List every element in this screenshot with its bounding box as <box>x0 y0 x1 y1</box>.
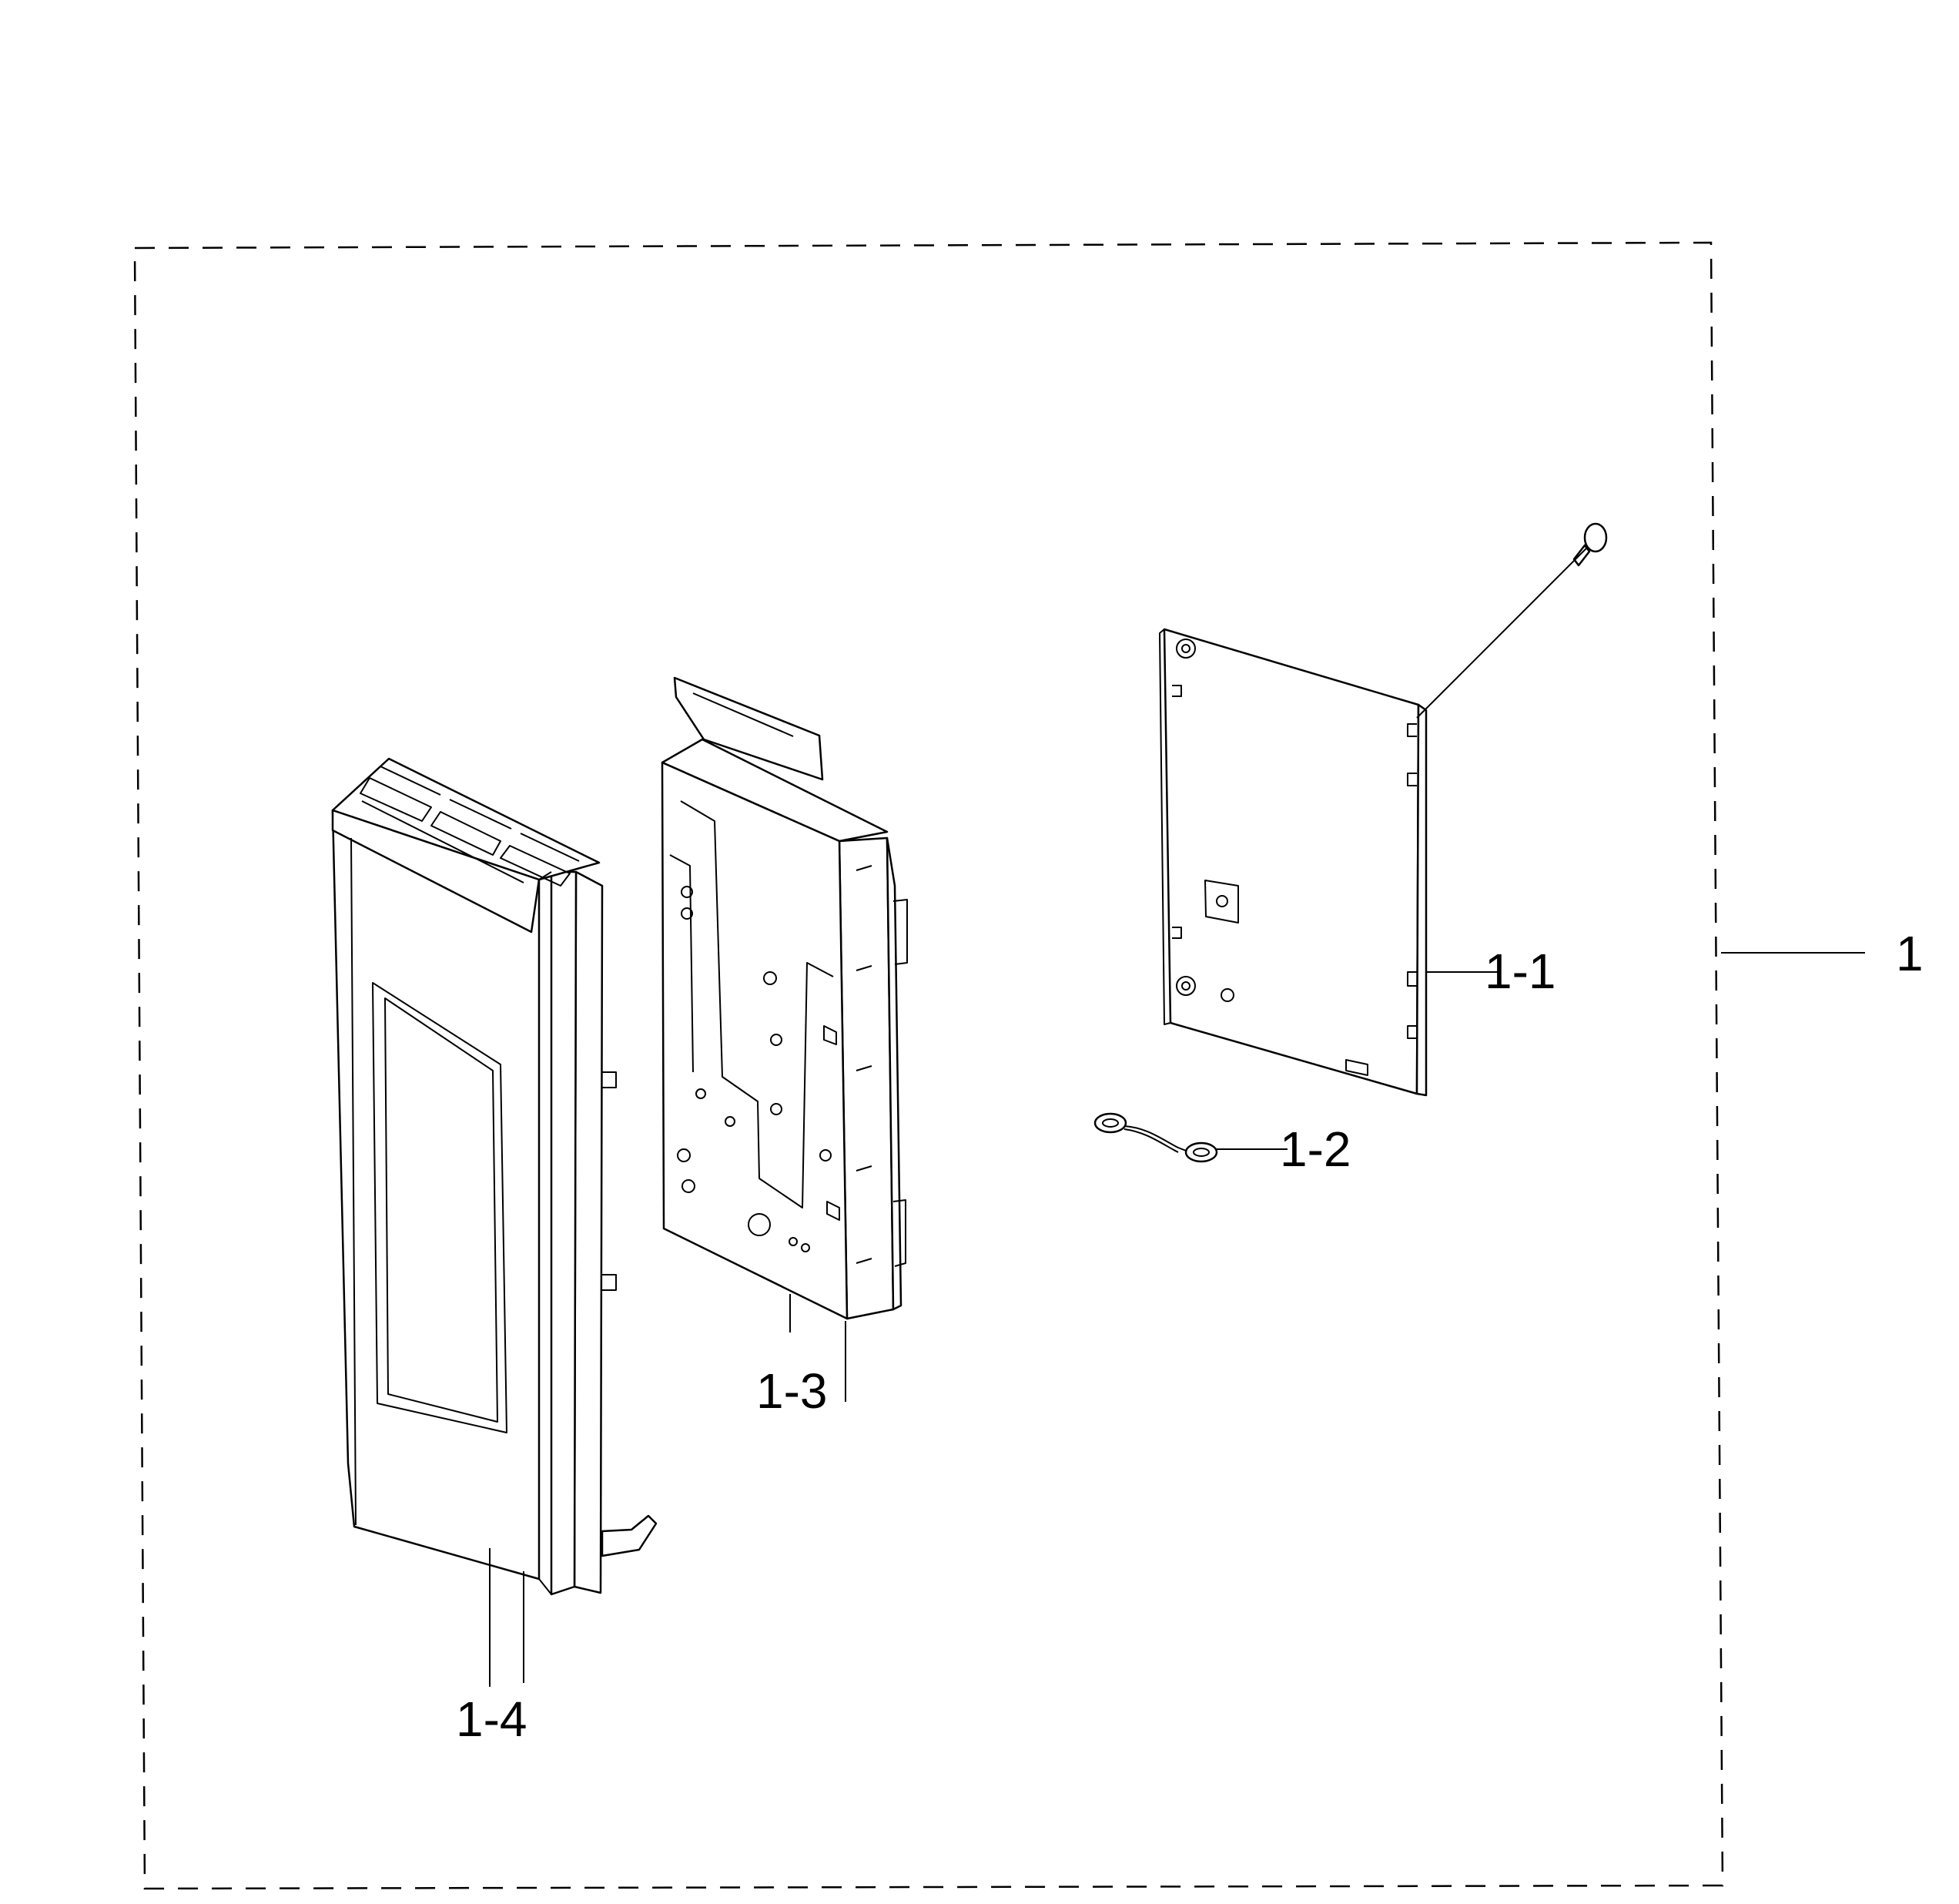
part-pcb-plate[interactable] <box>1159 628 1428 1097</box>
callout-1-4: 1-4 <box>456 1691 527 1747</box>
bracket-holes <box>677 886 832 1252</box>
leader-1-4 <box>489 1548 524 1687</box>
bracket-slots <box>823 865 908 1267</box>
door-window <box>372 982 507 1433</box>
leader-1-3 <box>789 1294 846 1402</box>
assembly-boundary <box>133 241 1724 1890</box>
callout-1-2: 1-2 <box>1280 1121 1351 1177</box>
plate-ground-pad <box>1204 880 1239 924</box>
part-door-panel[interactable] <box>331 757 658 1596</box>
door-vent-slots <box>360 766 580 887</box>
part-control-bracket[interactable] <box>661 676 908 1320</box>
part-ground-wire[interactable] <box>1093 1112 1218 1163</box>
door-hinge-hook <box>601 1514 658 1557</box>
callout-1-3: 1-3 <box>756 1363 828 1419</box>
screw-icon <box>1572 522 1608 567</box>
plate-holes <box>1176 639 1234 1002</box>
callout-1-1: 1-1 <box>1485 944 1556 999</box>
callout-1: 1 <box>1896 926 1924 981</box>
